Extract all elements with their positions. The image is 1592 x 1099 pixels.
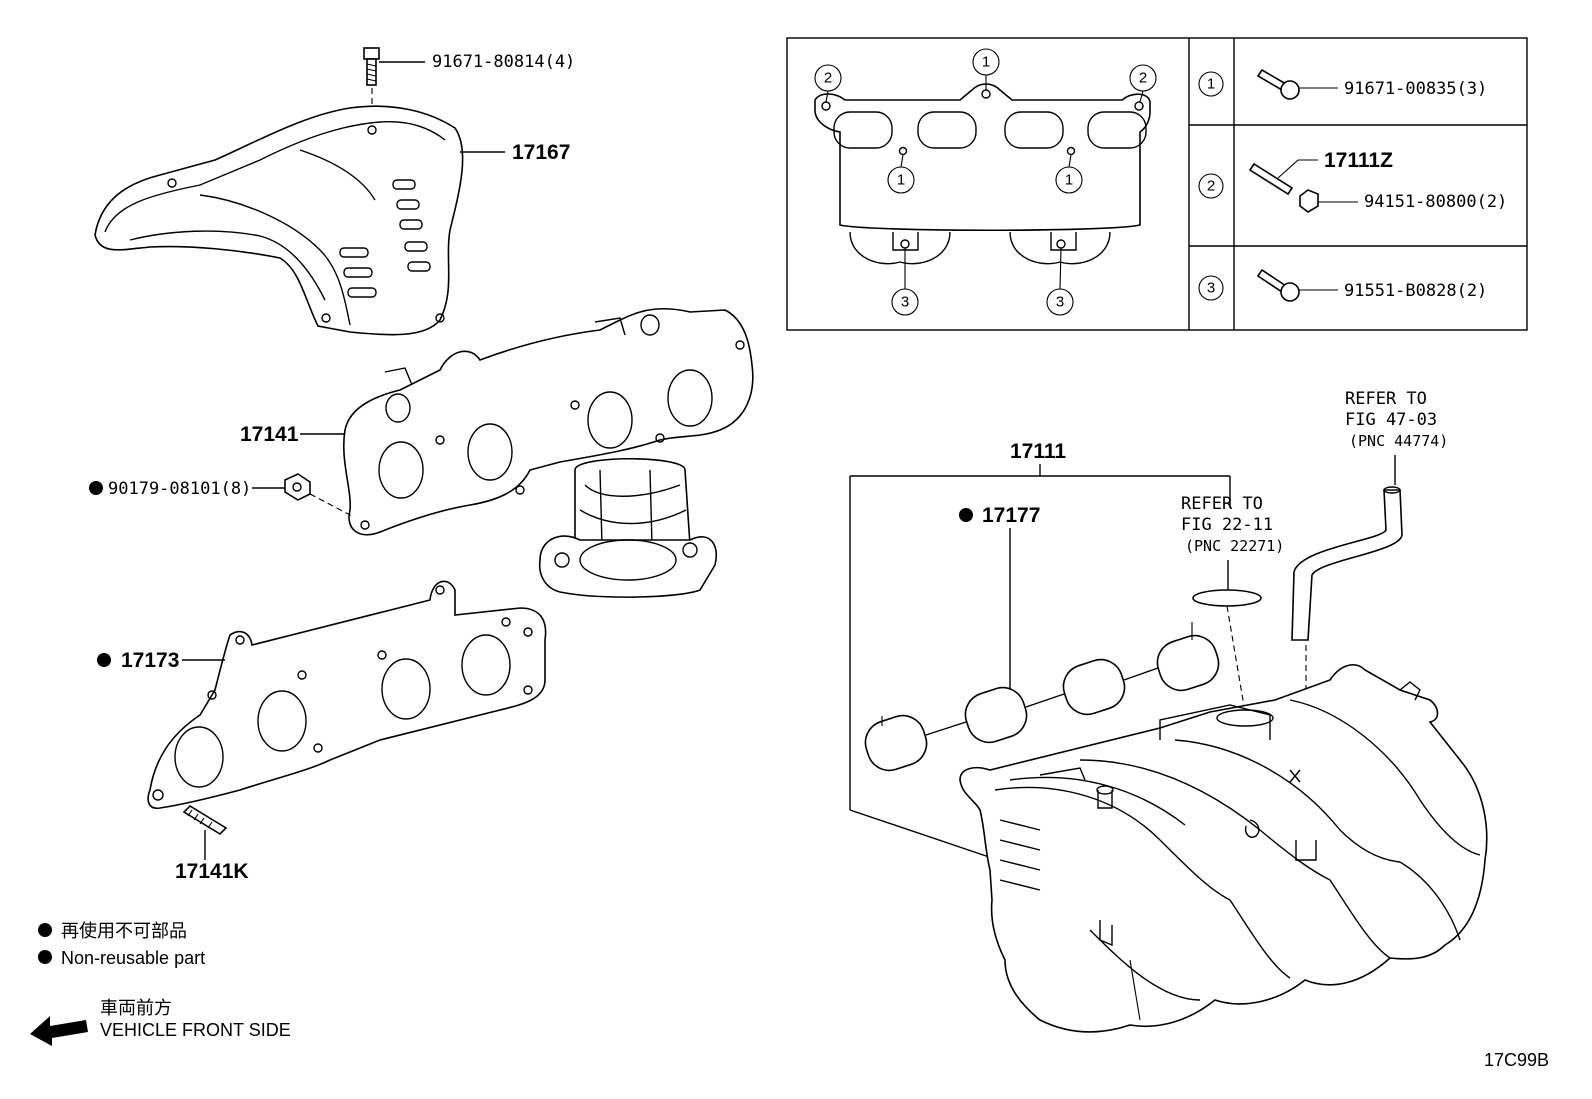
detail-box: 1 2 2 1 1 3 3 1 91671-00835(3) 2 [786, 37, 1528, 331]
row-part-1: 91671-00835(3) [1344, 79, 1487, 99]
intake-manifold-part [959, 664, 1488, 1033]
mark-3: 3 [1056, 294, 1064, 311]
refer-47-line3: (PNC 44774) [1349, 432, 1448, 450]
mark-1: 1 [1065, 172, 1073, 189]
nut-icon [284, 473, 311, 501]
exhaust-gasket-part [147, 580, 547, 810]
bullet-icon [959, 508, 973, 522]
stud-icon [1248, 162, 1294, 196]
stud-icon [182, 804, 228, 836]
callout-intake-manifold: 17111 [1010, 440, 1066, 463]
bolt-icon [1256, 268, 1300, 302]
row-mark-3: 3 [1207, 280, 1215, 297]
refer-22-line2: FIG 22-11 [1181, 515, 1273, 535]
legend-en: Non-reusable part [61, 948, 205, 968]
mark-3: 3 [901, 294, 909, 311]
o-ring-part [1192, 589, 1262, 607]
bullet-icon [38, 950, 52, 964]
hose-part [1291, 486, 1403, 641]
heat-insulator-part [94, 105, 464, 336]
callout-nut: 90179-08101(8) [108, 479, 251, 499]
callout-exhaust-manifold: 17141 [240, 423, 299, 446]
bullet-icon [97, 653, 111, 667]
mark-2: 2 [824, 70, 832, 87]
callout-bolt-top: 91671-80814(4) [432, 52, 575, 72]
callout-gasket-intake: 17177 [982, 504, 1040, 527]
refer-22-line1: REFER TO [1181, 494, 1263, 514]
nut-icon [1299, 189, 1319, 213]
figure-code: 17C99B [1484, 1050, 1549, 1070]
legend-jp: 再使用不可部品 [61, 921, 187, 941]
front-jp: 車両前方 [100, 998, 172, 1018]
bullet-icon [38, 923, 52, 937]
intake-gasket-part [864, 622, 1220, 772]
refer-22-line3: (PNC 22271) [1185, 537, 1284, 555]
row-mark-1: 1 [1207, 76, 1215, 93]
refer-47-line2: FIG 47-03 [1345, 410, 1437, 430]
row-mark-2: 2 [1207, 178, 1215, 195]
callout-stud: 17141K [175, 860, 249, 883]
row-part-2a: 17111Z [1324, 149, 1393, 172]
arrow-left-icon [30, 1016, 88, 1046]
bullet-icon [89, 481, 103, 495]
mark-2: 2 [1139, 70, 1147, 87]
bolt-icon [1256, 68, 1300, 100]
mark-1: 1 [982, 54, 990, 71]
front-en: VEHICLE FRONT SIDE [100, 1020, 291, 1040]
callout-gasket-exhaust: 17173 [121, 649, 179, 672]
refer-47-line1: REFER TO [1345, 389, 1427, 409]
row-part-3: 91551-B0828(2) [1344, 281, 1487, 301]
callout-heat-insulator: 17167 [512, 141, 570, 164]
bolt-icon [363, 47, 380, 86]
mark-1: 1 [897, 172, 905, 189]
exhaust-manifold-part [342, 307, 754, 598]
row-part-2b: 94151-80800(2) [1364, 192, 1507, 212]
